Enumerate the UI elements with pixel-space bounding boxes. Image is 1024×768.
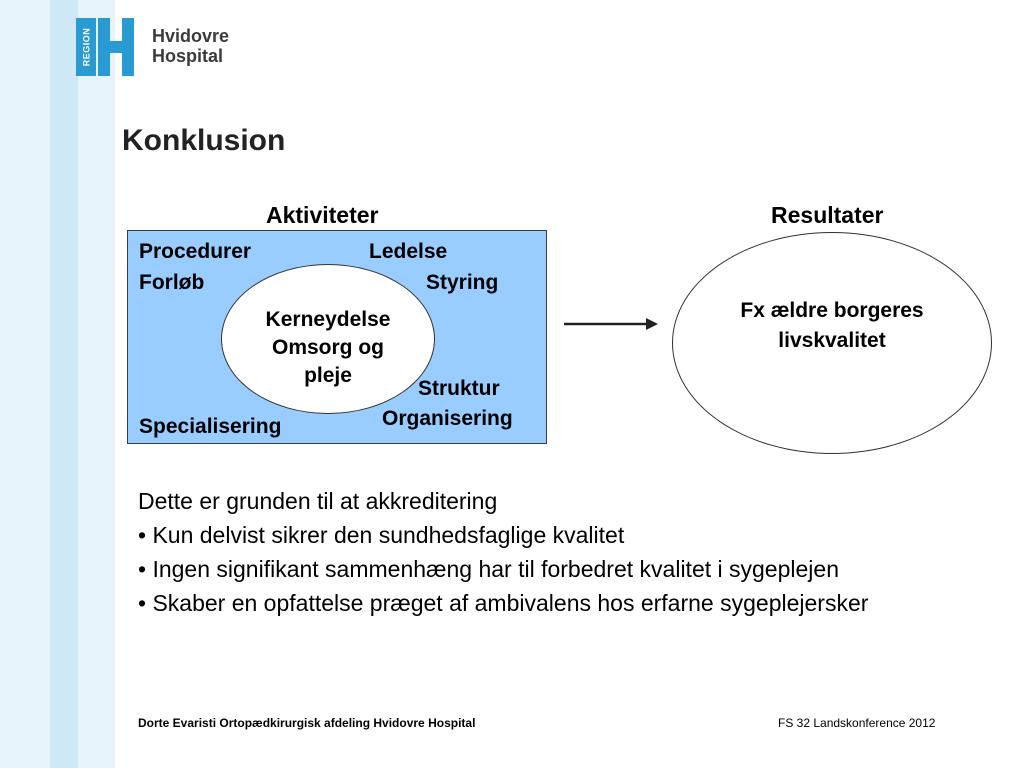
- side-band-inner: [50, 0, 78, 768]
- results-text: Fx ældre borgeres livskvalitet: [672, 296, 992, 356]
- hospital-h-logo-icon: [98, 18, 134, 76]
- hospital-name-line1: Hvidovre: [152, 26, 230, 46]
- conclusion-text: Dette er grunden til at akkreditering • …: [138, 484, 998, 620]
- results-label: Resultater: [771, 202, 884, 228]
- hospital-name: Hvidovre Hospital: [152, 26, 229, 66]
- results-ellipse: [672, 232, 992, 454]
- core-text: Kerneydelse Omsorg og pleje: [221, 306, 435, 390]
- core-line-1: Kerneydelse: [265, 308, 391, 331]
- activity-forlob: Forløb: [139, 271, 205, 294]
- core-line-3: pleje: [304, 364, 352, 387]
- activity-organisering: Organisering: [382, 407, 513, 430]
- conclusion-bullet-1: • Kun delvist sikrer den sundhedsfaglige…: [138, 522, 625, 548]
- conclusion-bullet-3: • Skaber en opfattelse præget af ambival…: [138, 590, 869, 616]
- slide-title: Konklusion: [122, 124, 286, 157]
- hospital-name-line2: Hospital: [152, 46, 224, 66]
- activity-struktur: Struktur: [418, 377, 500, 400]
- results-line-1: Fx ældre borgeres: [740, 299, 924, 322]
- results-line-2: livskvalitet: [778, 329, 886, 352]
- region-badge-text: REGION: [81, 27, 92, 67]
- region-badge: [76, 18, 96, 76]
- activity-procedurer: Procedurer: [139, 240, 252, 263]
- activity-ledelse: Ledelse: [369, 240, 448, 263]
- core-ellipse: [221, 264, 435, 414]
- activity-styring: Styring: [426, 271, 499, 294]
- arrow-right-icon: [564, 318, 658, 330]
- conclusion-intro: Dette er grunden til at akkreditering: [138, 488, 498, 514]
- activities-label: Aktiviteter: [266, 202, 379, 228]
- footer-author: Dorte Evaristi Ortopædkirurgisk afdeling…: [138, 716, 476, 730]
- conclusion-bullet-2: • Ingen signifikant sammenhæng har til f…: [138, 556, 839, 582]
- core-line-2: Omsorg og: [271, 336, 384, 359]
- footer-event: FS 32 Landskonference 2012: [778, 716, 936, 730]
- activity-specialisering: Specialisering: [139, 415, 282, 438]
